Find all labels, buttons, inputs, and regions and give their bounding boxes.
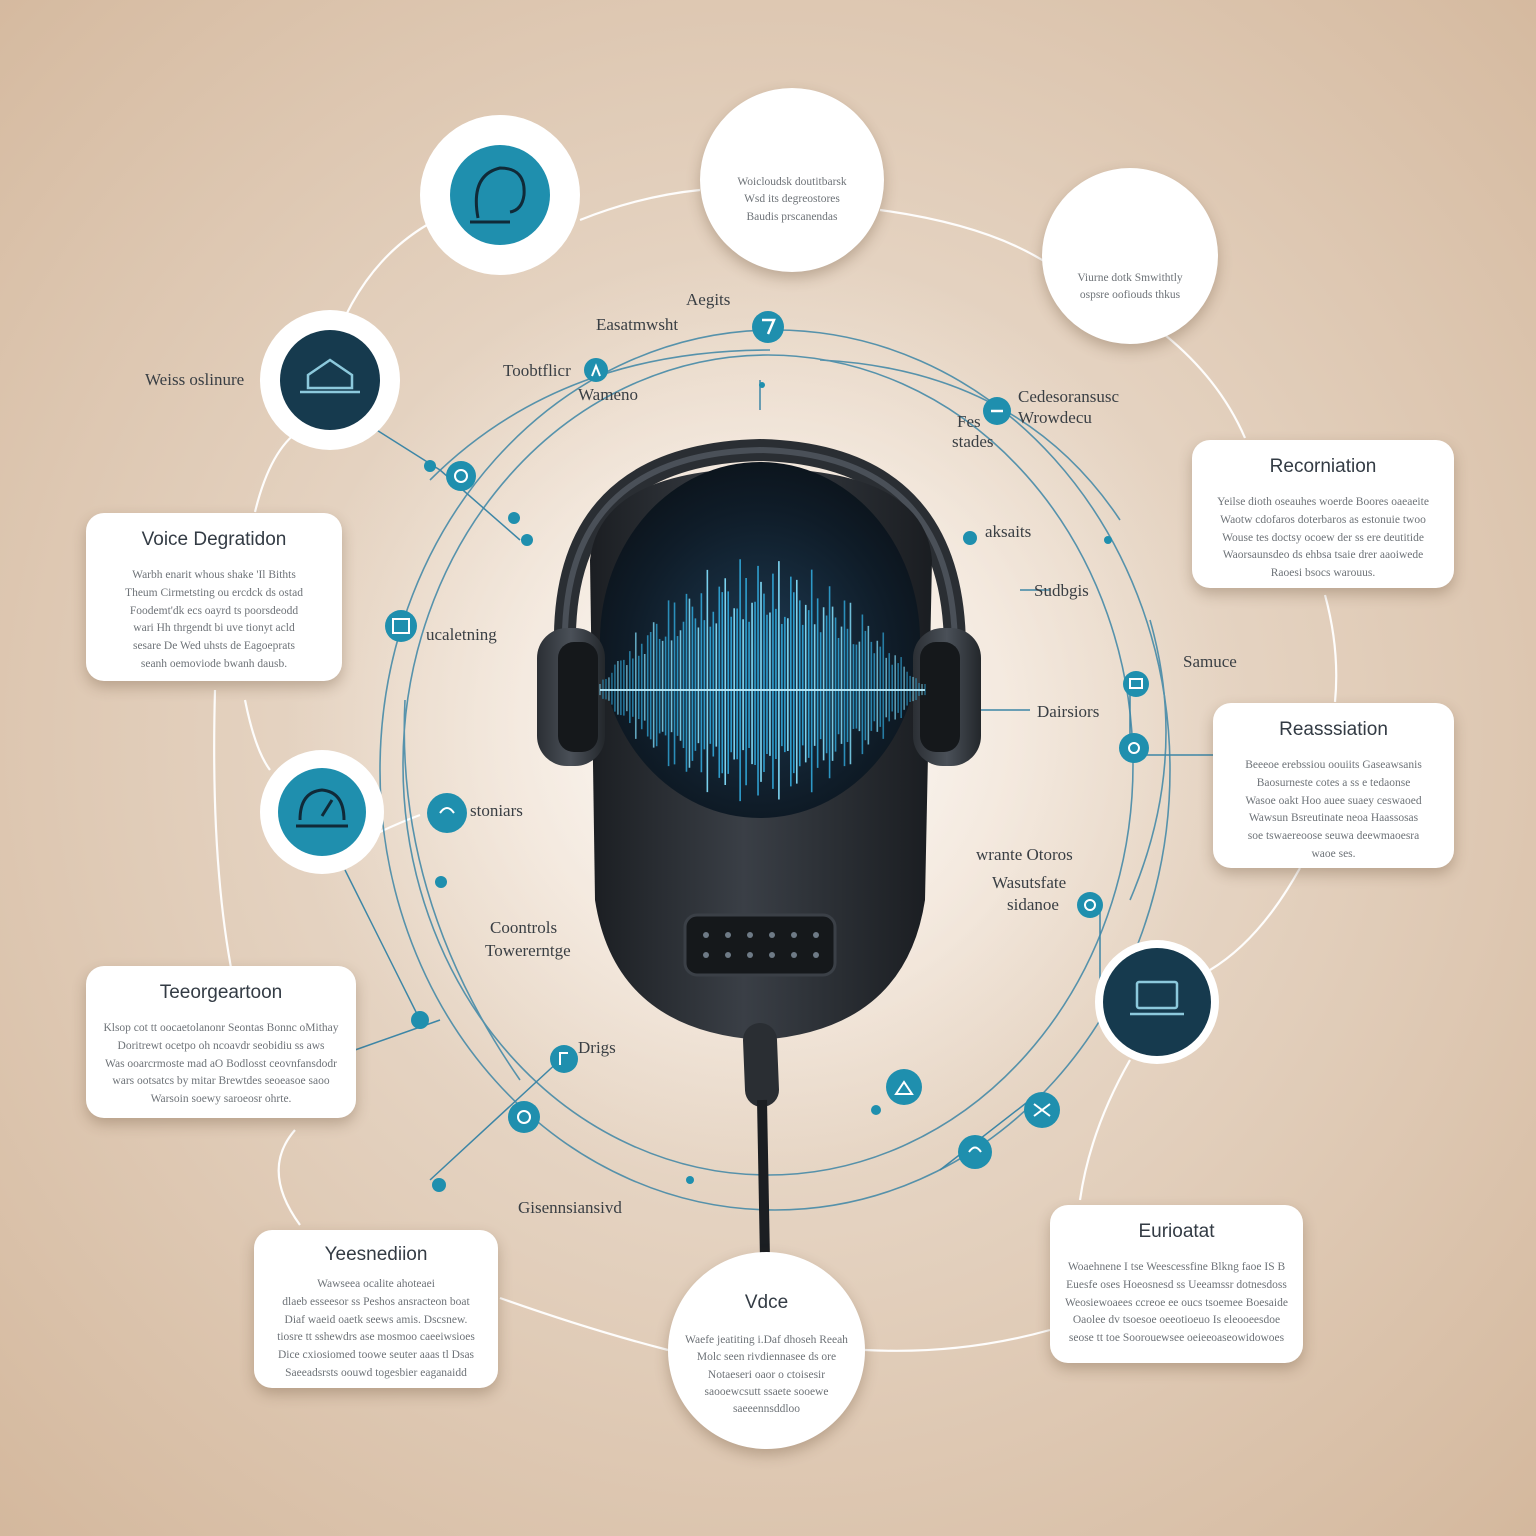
label-drigs: Drigs xyxy=(578,1038,616,1057)
card-bottom-left-title: Yeesnediion xyxy=(324,1244,428,1265)
card-right-upper-text: Yeilse dioth oseauhes woerde Boores oaea… xyxy=(1217,496,1429,580)
card-right-middle-text: Beeeoe erebssiou oouiits Gaseawsanis Bao… xyxy=(1245,759,1422,861)
card-left-upper: Voice Degratidon Warbh enarit whous shak… xyxy=(86,513,342,681)
card-top-right-text: Viurne dotk Smwithtly ospsre oofiouds th… xyxy=(1077,272,1183,302)
label-fes: Fes xyxy=(957,412,981,431)
label-cedesoransusc: Cedesoransusc xyxy=(1018,387,1120,406)
label-toobtflicr: Toobtflicr xyxy=(503,361,571,380)
label-wamenc: Wameno xyxy=(578,385,638,404)
label-easatmwsht: Easatmwsht xyxy=(596,315,679,334)
label-wrowdecu: Wrowdecu xyxy=(1018,408,1092,427)
label-sidance: sidanoe xyxy=(1007,895,1059,914)
card-top-center: Woicloudsk doutitbarsk Wsd its degreosto… xyxy=(700,88,884,272)
sound-wave xyxy=(599,559,926,802)
card-right-lower: Eurioatat Woaehnene I tse Weescessfine B… xyxy=(1050,1205,1303,1363)
card-left-lower: Teeorgeartoon Klsop cot tt oocaetolanonr… xyxy=(86,966,356,1118)
label-gisennsiansivd: Gisennsiansivd xyxy=(518,1198,622,1217)
card-left-upper-text: Warbh enarit whous shake 'Il Bithts Theu… xyxy=(125,569,303,671)
label-weiss-oslinure: Weiss oslinure xyxy=(145,370,245,389)
label-ucaletning: ucaletning xyxy=(426,625,497,644)
card-right-middle: Reasssiation Beeeoe erebssiou oouiits Ga… xyxy=(1213,703,1454,868)
label-sudbgis: Sudbgis xyxy=(1034,581,1089,600)
card-right-upper: Recorniation Yeilse dioth oseauhes woerd… xyxy=(1192,440,1454,588)
label-coontrols: Coontrols xyxy=(490,918,558,937)
card-left-upper-title: Voice Degratidon xyxy=(141,529,287,550)
card-right-lower-title: Eurioatat xyxy=(1138,1221,1215,1242)
label-dairsiors: Dairsiors xyxy=(1037,702,1100,721)
card-bottom-center-title: Vdce xyxy=(744,1292,789,1313)
card-bottom-left: Yeesnediion Wawseea ocalite ahoteaei dla… xyxy=(254,1230,498,1388)
label-wasutsfate: Wasutsfate xyxy=(992,873,1067,892)
label-wrante-otoros: wrante Otoros xyxy=(976,845,1073,864)
card-left-lower-text: Klsop cot tt oocaetolanonr Seontas Bonnc… xyxy=(103,1022,339,1106)
home-icon xyxy=(300,358,360,394)
label-aegits: Aegits xyxy=(686,290,731,309)
ear-icon xyxy=(470,166,526,224)
mini-badges xyxy=(385,311,1149,1169)
card-right-upper-title: Recorniation xyxy=(1269,456,1377,477)
card-right-lower-text: Woaehnene I tse Weescessfine Blkng faoe … xyxy=(1065,1261,1288,1345)
label-samuce: Samuce xyxy=(1183,652,1237,671)
card-right-middle-title: Reasssiation xyxy=(1279,719,1388,740)
card-bottom-left-text: Wawseea ocalite ahoteaei dlaeb esseesor … xyxy=(277,1278,475,1380)
label-askaits: aksaits xyxy=(985,522,1032,541)
label-stoniars: stoniars xyxy=(470,801,523,820)
orbit-dots xyxy=(411,382,1112,1192)
card-bottom-center-text: Waefe jeatiting i.Daf dhoseh Reeah Molc … xyxy=(685,1334,848,1415)
card-top-center-text: Woicloudsk doutitbarsk Wsd its degreosto… xyxy=(737,176,847,223)
card-top-right: Viurne dotk Smwithtly ospsre oofiouds th… xyxy=(1042,168,1218,344)
speedometer-icon xyxy=(296,788,348,828)
label-stades: stades xyxy=(952,432,994,451)
laptop-icon xyxy=(1130,980,1184,1016)
card-bottom-center: Vdce Waefe jeatiting i.Daf dhoseh Reeah … xyxy=(668,1252,865,1449)
label-towererntge: Towererntge xyxy=(485,941,571,960)
card-left-lower-title: Teeorgeartoon xyxy=(159,982,283,1003)
